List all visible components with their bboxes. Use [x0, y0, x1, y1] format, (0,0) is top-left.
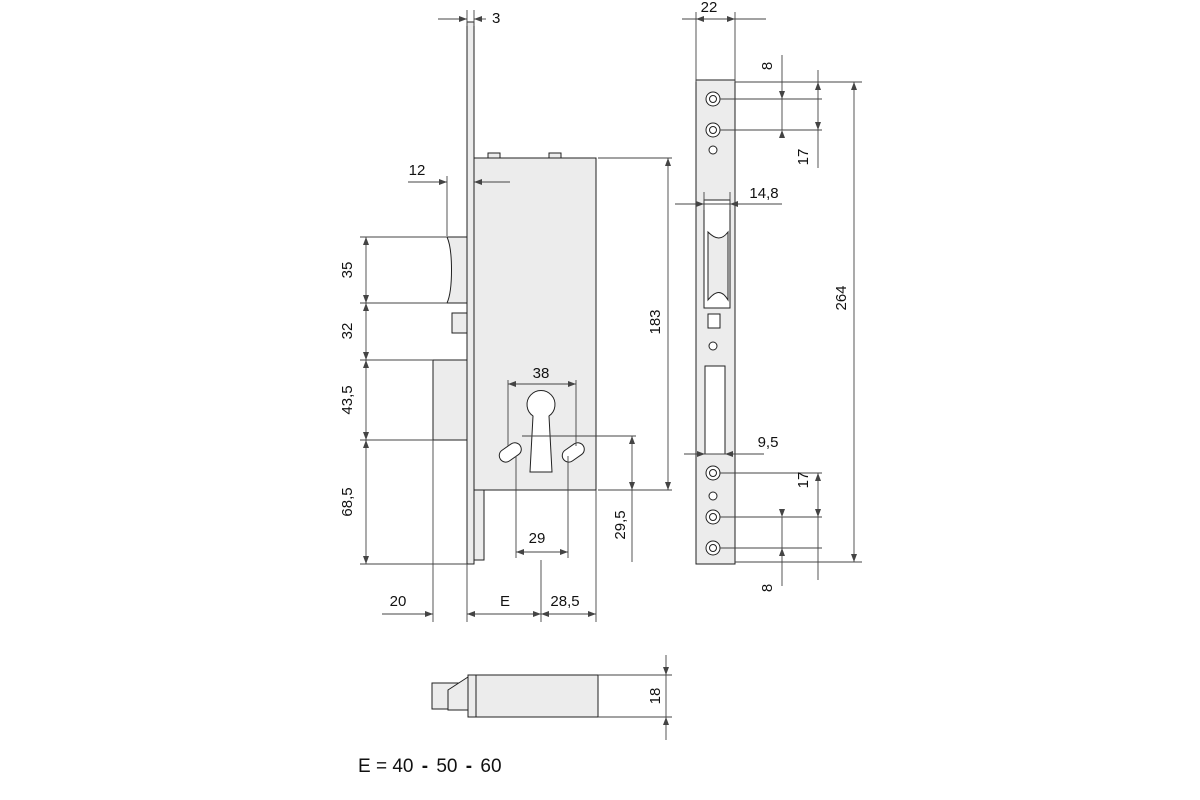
bottom-case — [475, 674, 599, 718]
front-view — [695, 79, 736, 565]
dim-front-offset: 12 — [409, 162, 426, 179]
footnote-mid: 50 — [436, 756, 457, 777]
dim-bolt-throw: 20 — [390, 593, 407, 610]
side-view — [432, 21, 597, 565]
dim-screw-bottom-large: 17 — [795, 472, 812, 489]
left-fixing-slot — [498, 442, 522, 463]
dim-lower-slot-width: 9,5 — [758, 434, 779, 451]
lower-screw-holes — [705, 465, 721, 556]
front-mid-hole — [708, 341, 718, 351]
bottom-latch — [447, 676, 469, 711]
footnote-suffix: 60 — [480, 756, 501, 777]
front-trigger-slot — [707, 313, 721, 329]
side-trigger — [451, 312, 468, 334]
side-deadbolt — [432, 359, 468, 441]
backset-footnote: E = 40 - 50 - 60 — [358, 756, 502, 777]
side-stud-right — [548, 152, 562, 159]
side-faceplate — [466, 21, 475, 565]
dimension-arrows — [363, 16, 857, 725]
dimension-lines — [360, 10, 862, 740]
dim-screw-top-large: 17 — [795, 149, 812, 166]
footnote-prefix: E = 40 — [358, 756, 413, 777]
dim-latch-to-bolt: 32 — [339, 323, 356, 340]
dim-screw-top-small: 8 — [759, 62, 776, 70]
side-latch — [446, 236, 468, 304]
side-case-lower — [473, 489, 485, 561]
dim-latch-height: 35 — [339, 262, 356, 279]
dim-backset: E — [500, 593, 510, 610]
dim-faceplate-width: 22 — [701, 0, 718, 16]
dim-screw-bottom-small: 8 — [759, 584, 776, 592]
dim-faceplate-thickness: 3 — [492, 10, 500, 27]
dimension-labels: 3 22 12 35 32 43,5 68,5 20 E 28,5 38 29 … — [339, 0, 850, 704]
upper-screw-holes — [705, 91, 721, 155]
footnote-sep-1: - — [422, 756, 428, 777]
dim-cylinder-width: 29 — [529, 530, 546, 547]
dim-latch-width: 14,8 — [749, 185, 778, 202]
front-latch-face — [707, 230, 729, 302]
footnote-sep-2: - — [466, 756, 472, 777]
side-stud-left — [487, 152, 501, 159]
bottom-view — [431, 674, 599, 718]
dim-bolt-height: 43,5 — [339, 385, 356, 414]
front-bolt-opening — [704, 365, 726, 455]
dim-plate-height: 264 — [833, 285, 850, 310]
euro-profile-hole — [526, 390, 556, 473]
dim-cylinder-height: 38 — [533, 365, 550, 382]
dim-bolt-to-bottom: 68,5 — [339, 487, 356, 516]
dim-cylinder-to-edge: 28,5 — [550, 593, 579, 610]
bottom-faceplate — [467, 674, 477, 718]
dim-cylinder-offset: 29,5 — [612, 510, 629, 539]
dim-case-depth: 18 — [647, 688, 664, 705]
dim-case-height: 183 — [647, 309, 664, 334]
